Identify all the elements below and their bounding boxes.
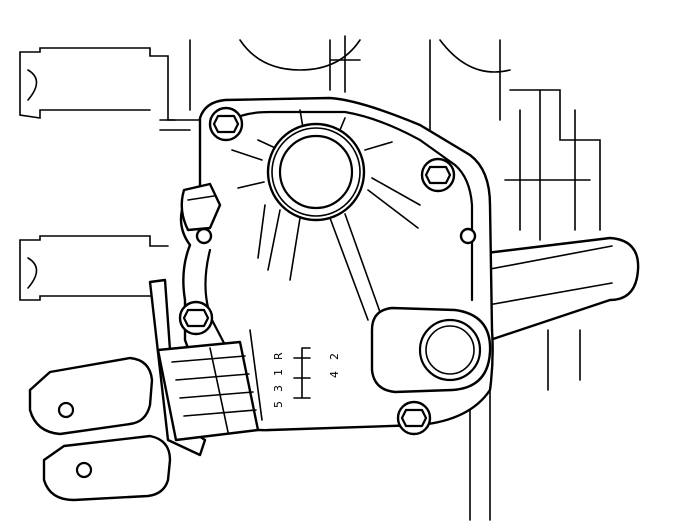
bolt-left: [178, 300, 214, 336]
dowel-right: [459, 227, 477, 245]
shift-pattern: [293, 347, 311, 399]
terminal-lower: [42, 434, 172, 502]
gear-3-label: 3: [272, 385, 285, 392]
gear-2-label: 2: [328, 353, 341, 360]
bolt-top-right: [420, 157, 456, 193]
gear-r-label: R: [272, 352, 285, 360]
shift-rod: [468, 236, 640, 342]
dowel-left: [195, 227, 213, 245]
gear-4-label: 4: [328, 371, 341, 378]
selector-boss: [370, 306, 492, 394]
terminal-upper: [28, 356, 154, 436]
gear-1-label: 1: [272, 369, 285, 376]
center-boss: [266, 122, 366, 222]
bolt-bottom: [396, 400, 432, 436]
connector: [28, 278, 260, 502]
gear-5-label: 5: [272, 401, 285, 408]
bolts: [178, 106, 477, 436]
bolt-top-left: [208, 106, 244, 142]
shift-pattern-labels: 2 4 R 1 3 5: [272, 352, 341, 408]
background-housing: [19, 35, 601, 521]
